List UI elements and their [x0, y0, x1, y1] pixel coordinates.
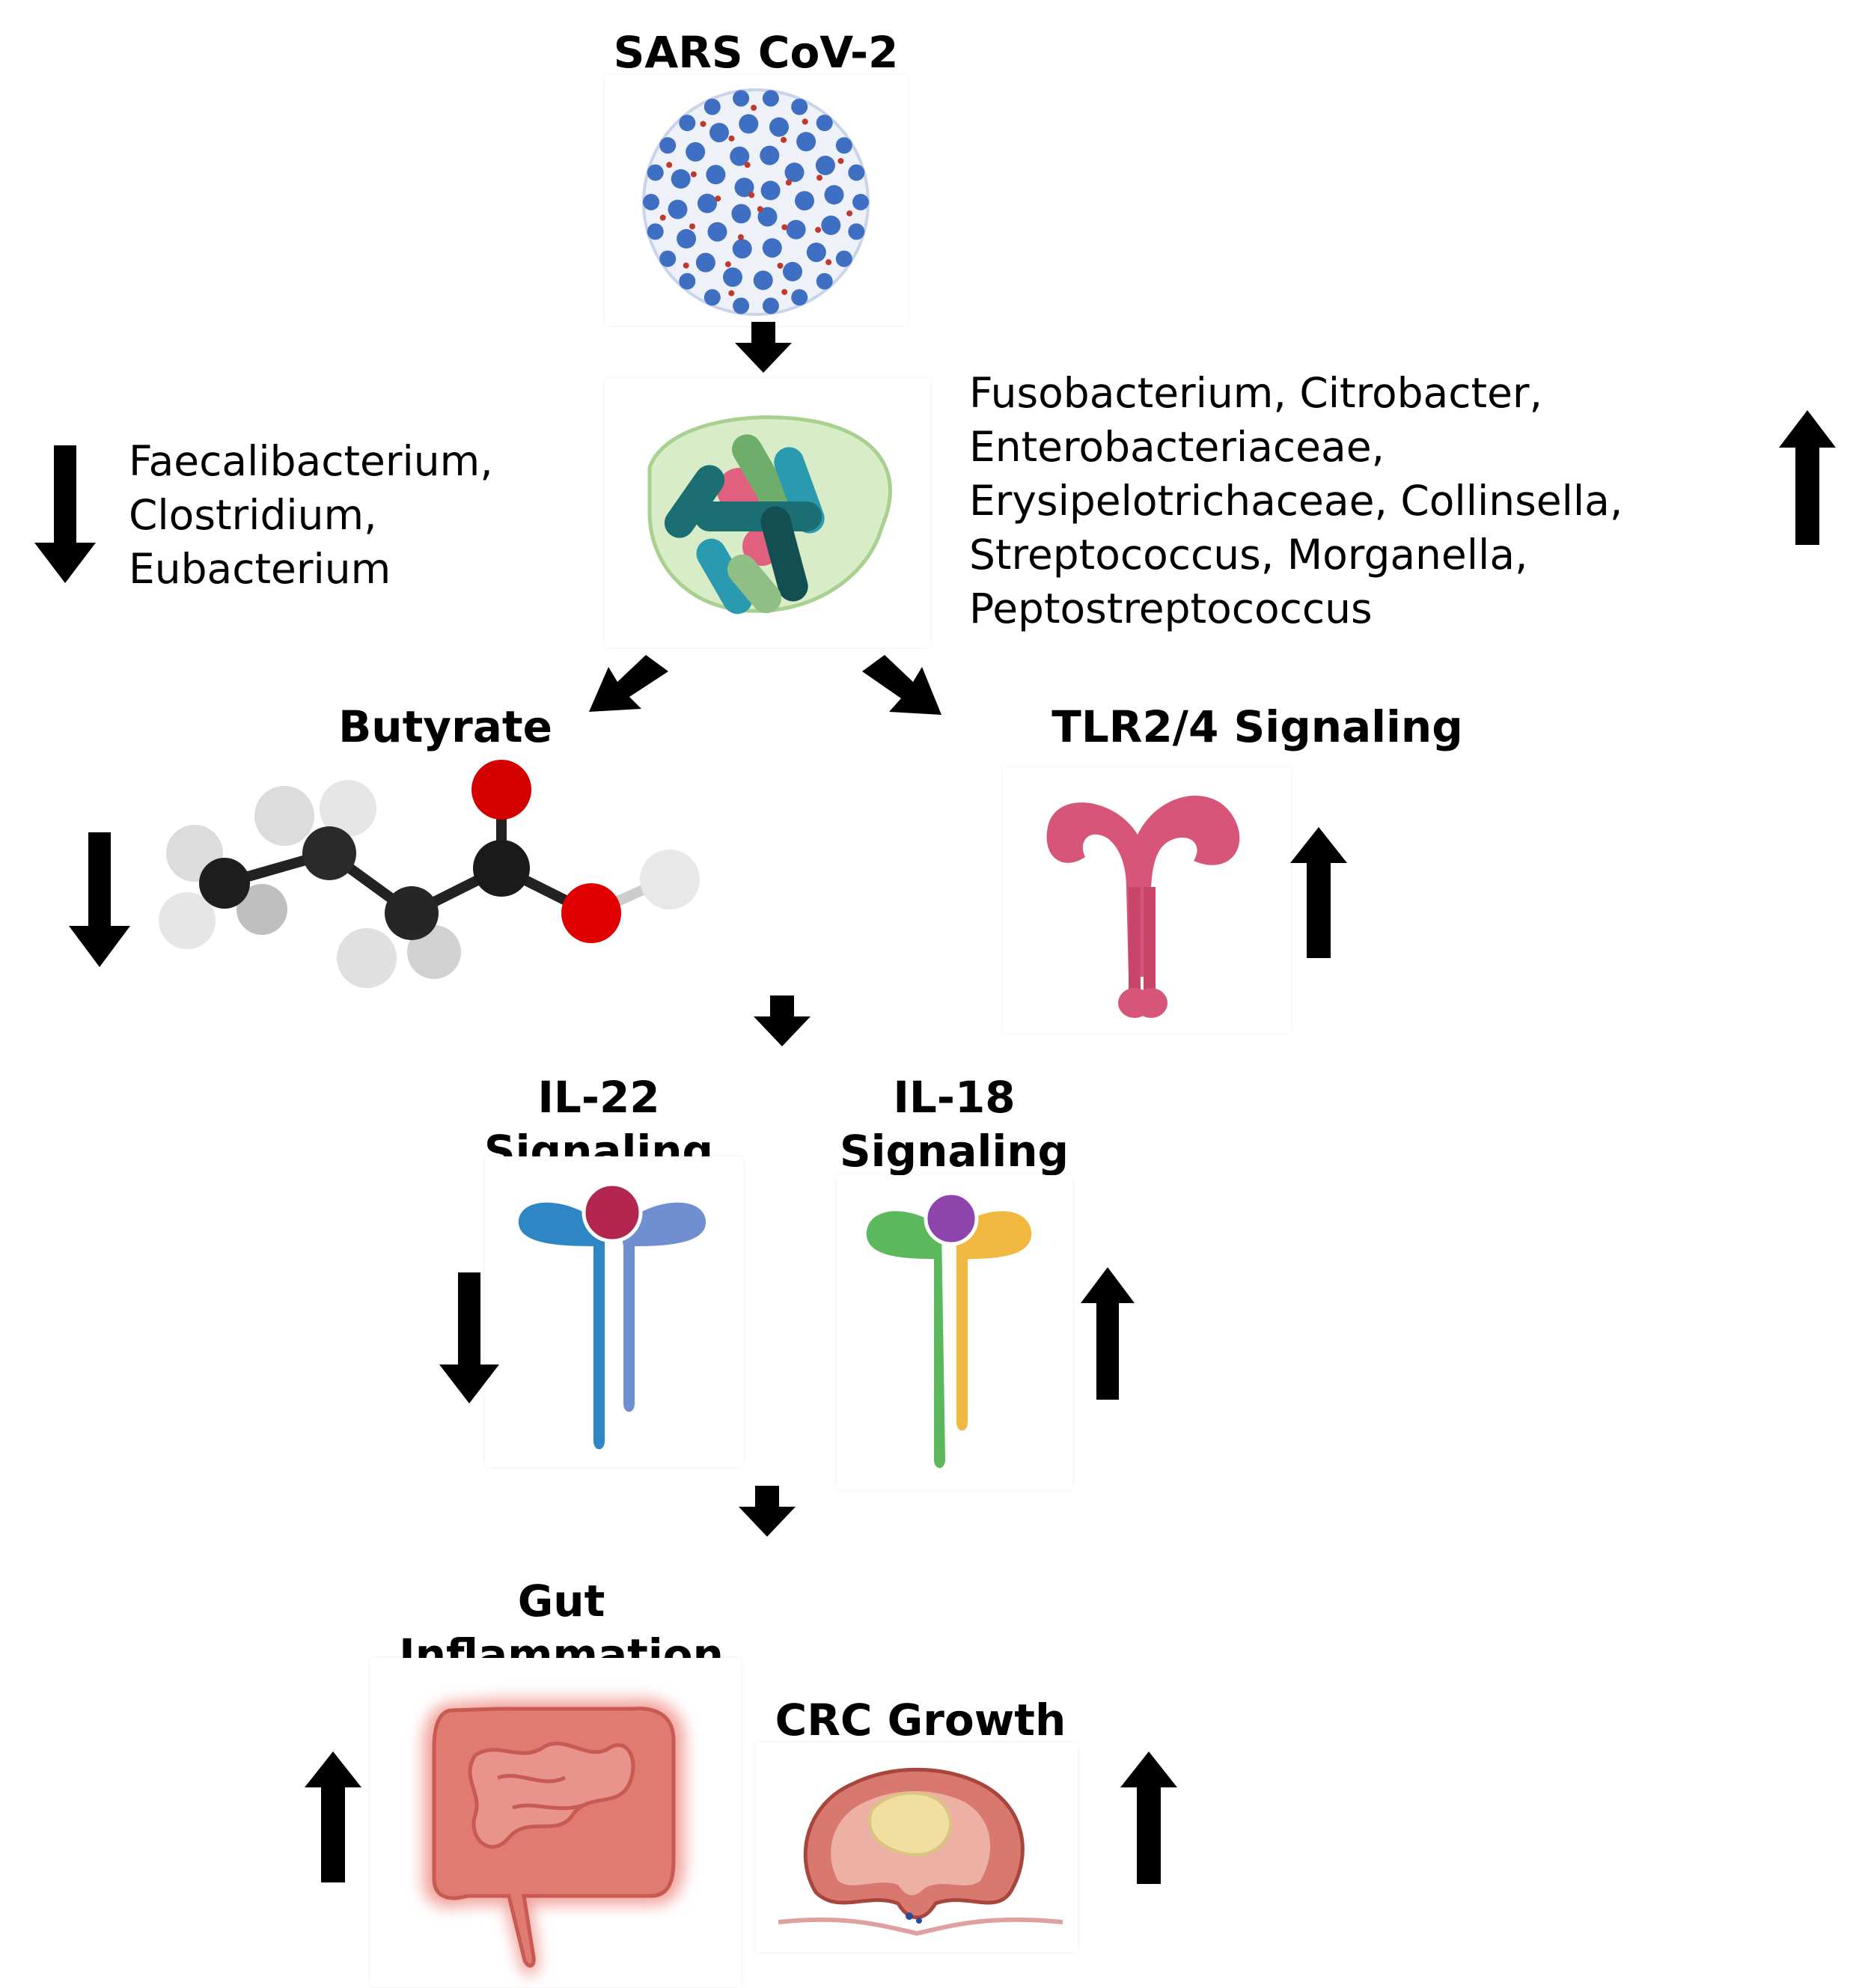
il18-title: IL-18 Signaling: [839, 1072, 1069, 1177]
list-item: Enterobacteriaceae,: [969, 423, 1385, 471]
tlr-title: TLR2/4 Signaling: [1051, 701, 1463, 752]
increase-arrow-icon: [1120, 1751, 1177, 1884]
increase-arrow-icon: [305, 1751, 361, 1882]
list-item: Erysipelotrichaceae, Collinsella,: [969, 477, 1623, 525]
butyrate-title: Butyrate: [338, 701, 552, 752]
down-arrow-icon: [754, 995, 811, 1046]
il22-receptor-icon: [518, 1182, 706, 1450]
decrease-arrow-icon: [69, 832, 130, 967]
list-item: Peptostreptococcus: [969, 585, 1373, 632]
crc-title: CRC Growth: [775, 1695, 1066, 1745]
intestine-icon: [423, 1698, 685, 1976]
down-arrow-icon: [735, 322, 792, 373]
down-right-arrow-icon: [862, 655, 941, 715]
virus-title: SARS CoV-2: [613, 27, 899, 78]
increase-arrow-icon: [1779, 410, 1836, 545]
decreased-bacteria-list: Faecalibacterium, Clostridium, Eubacteri…: [129, 434, 493, 596]
increase-arrow-icon: [1290, 827, 1347, 958]
list-item: Fusobacterium, Citrobacter,: [969, 369, 1542, 417]
virus-icon: [642, 88, 870, 316]
down-arrow-icon: [739, 1486, 796, 1537]
il18-receptor-icon: [866, 1191, 1032, 1469]
tlr-receptor-icon: [1046, 795, 1240, 1018]
list-item: Eubacterium: [129, 545, 391, 593]
increased-bacteria-list: Fusobacterium, Citrobacter, Enterobacter…: [969, 366, 1623, 635]
down-left-arrow-icon: [589, 655, 668, 712]
list-item: Streptococcus, Morganella,: [969, 531, 1528, 579]
increase-arrow-icon: [1081, 1267, 1135, 1400]
tumor-icon: [778, 1767, 1063, 1936]
list-item: Clostridium,: [129, 491, 377, 539]
decrease-arrow-icon: [439, 1272, 499, 1403]
decrease-arrow-icon: [34, 445, 96, 583]
list-item: Faecalibacterium,: [129, 437, 493, 485]
butyrate-molecule-icon: [159, 760, 700, 988]
bacteria-icon: [647, 415, 892, 615]
